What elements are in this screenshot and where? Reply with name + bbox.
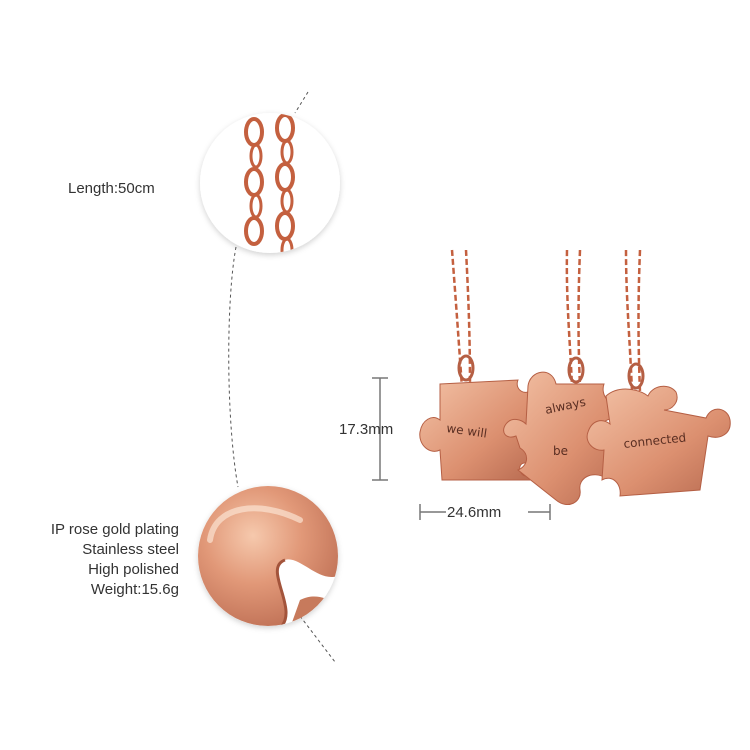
- material-specs: IP rose gold plating Stainless steel Hig…: [51, 520, 179, 600]
- engraving-connected: connected: [623, 430, 687, 450]
- length-callout: Length:50cm: [68, 180, 155, 197]
- pendant-chains: [450, 249, 642, 393]
- puzzle-piece-always-be: always be: [503, 371, 621, 505]
- spec-finish: High polished: [88, 561, 179, 578]
- puzzle-piece-connected: connected: [586, 385, 731, 497]
- width-dimension-label: 24.6mm: [447, 504, 502, 521]
- engraving-we-will: we will: [446, 421, 488, 441]
- spec-material: Stainless steel: [82, 541, 179, 558]
- spec-plating: IP rose gold plating: [50, 521, 179, 538]
- engraving-be: be: [553, 444, 568, 458]
- height-dimension-label: 17.3mm: [339, 421, 394, 438]
- width-dimension-marker: [419, 504, 551, 520]
- jump-rings: [457, 354, 645, 390]
- surface-zoom-circle: [198, 486, 338, 626]
- height-dimension-marker: [372, 377, 388, 481]
- spec-weight: Weight:15.6g: [90, 581, 179, 598]
- guide-dashed-line: [228, 91, 336, 663]
- chain-zoom-circle: [200, 113, 340, 253]
